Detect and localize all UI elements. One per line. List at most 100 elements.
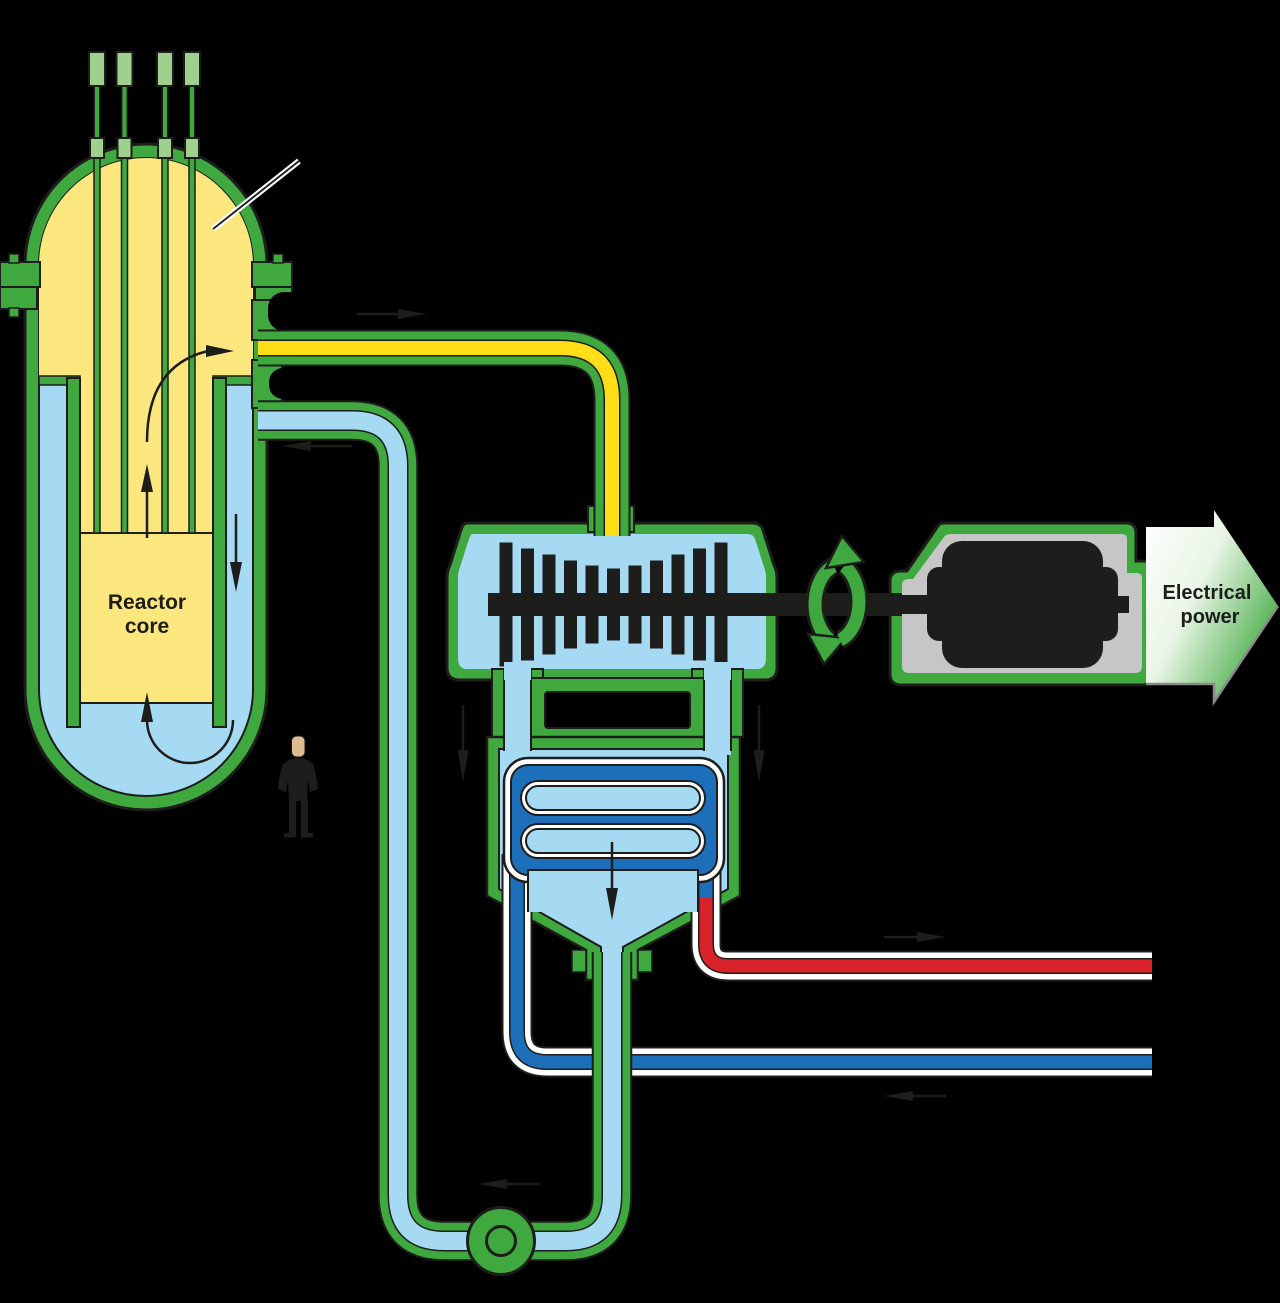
flange xyxy=(0,261,41,288)
feedwater-line xyxy=(258,400,633,1262)
guide-tube xyxy=(161,151,169,534)
rod-block xyxy=(89,137,105,159)
electrical-power-arrow: Electrical power xyxy=(1146,510,1280,707)
turbine-blade xyxy=(499,542,513,667)
duct-wall xyxy=(730,668,744,738)
cooling-coil xyxy=(502,756,726,912)
flow-arrowhead xyxy=(141,464,153,492)
label-electrical-power-line2: power xyxy=(1181,606,1240,628)
rod-block xyxy=(157,137,173,159)
turbine-blade xyxy=(671,554,685,655)
flange xyxy=(0,286,38,310)
rod-paddle xyxy=(88,51,106,87)
rotor-body xyxy=(927,567,1118,641)
person-torso xyxy=(278,758,318,801)
steam-dome xyxy=(39,158,253,385)
flow-arrowhead xyxy=(141,692,153,722)
nozzle-fillet xyxy=(269,368,599,399)
cooling-water-arrows xyxy=(884,932,946,1101)
control-rod-drives xyxy=(88,51,201,159)
vessel-flow-arrows xyxy=(141,345,242,765)
generator-rotor xyxy=(897,541,1129,668)
rod-block xyxy=(184,137,200,159)
flow-arrowhead xyxy=(282,441,311,451)
turbine-blade xyxy=(628,565,642,644)
reactor-core xyxy=(79,532,215,704)
control-rod xyxy=(156,51,174,159)
core-shroud-right xyxy=(212,377,227,728)
duct-wall xyxy=(491,668,505,738)
core-shroud-left xyxy=(66,377,81,728)
power-arrow-shadow xyxy=(1146,605,1280,707)
turbine-blades xyxy=(499,542,728,667)
flow-arrowhead xyxy=(206,345,234,357)
person-head xyxy=(291,735,306,758)
flow-arrow-steam-out xyxy=(145,349,209,443)
turbine-blade xyxy=(564,560,577,649)
coil-slot xyxy=(525,785,701,811)
exhaust-duct xyxy=(504,662,531,755)
steam-line xyxy=(251,292,631,536)
flow-arrow-recirculation xyxy=(145,719,235,765)
rod-stem xyxy=(161,85,169,143)
control-rod xyxy=(115,51,134,159)
rotor-stub xyxy=(1117,596,1129,613)
warm-water-outlet-pipe xyxy=(690,898,1152,982)
person-foot xyxy=(301,833,313,838)
label-reactor-core-line2: core xyxy=(125,615,169,638)
reactor-vessel xyxy=(0,51,301,812)
label-electrical-power-line1: Electrical xyxy=(1163,582,1252,604)
control-rod xyxy=(88,51,106,159)
pump-hub xyxy=(485,1225,517,1257)
rod-block xyxy=(116,137,133,159)
neck-tab xyxy=(571,949,587,973)
flow-arrowhead xyxy=(457,750,469,782)
pump xyxy=(466,1206,536,1276)
rod-stem xyxy=(93,85,101,143)
neck-tab xyxy=(637,949,653,973)
leader-line xyxy=(211,158,301,232)
steam-flow xyxy=(258,341,619,536)
rod-stem xyxy=(121,85,128,143)
exhaust-flow-arrows xyxy=(457,705,765,782)
person-foot xyxy=(284,833,296,838)
turbine-blade xyxy=(607,568,620,641)
flange-tab xyxy=(8,253,20,264)
guide-tube xyxy=(93,151,101,534)
flange-tab xyxy=(8,307,20,318)
turbine-blade xyxy=(585,565,599,644)
rotation-arrowhead xyxy=(805,632,849,667)
scale-person-icon xyxy=(278,735,318,838)
person-leg xyxy=(301,800,308,835)
rotation-arrows-icon xyxy=(805,533,869,667)
flow-arrowhead xyxy=(478,1179,507,1189)
flow-arrowhead xyxy=(884,1091,913,1101)
guide-tube xyxy=(188,151,196,534)
guide-tube xyxy=(120,151,129,534)
exhaust-duct xyxy=(704,662,731,755)
flange-tab xyxy=(272,253,284,264)
rod-paddle xyxy=(115,51,134,87)
label-reactor-core-line1: Reactor xyxy=(108,591,186,614)
condenser xyxy=(457,662,1152,1078)
turbine-blade xyxy=(693,548,706,661)
person-leg xyxy=(289,800,296,835)
nozzle-fillet xyxy=(268,292,604,331)
rod-paddle xyxy=(183,51,201,87)
flow-arrowhead xyxy=(606,888,618,920)
rotor-stub xyxy=(897,595,929,614)
exhaust-frame-opening xyxy=(544,691,691,729)
cold-water-inlet-pipe xyxy=(501,854,1152,1078)
turbine-blade xyxy=(542,554,556,655)
rod-stem xyxy=(188,85,196,143)
rod-paddle xyxy=(156,51,174,87)
turbine-blade xyxy=(521,548,534,661)
flow-arrowhead xyxy=(917,932,946,942)
turbine-blade xyxy=(650,560,663,649)
flow-arrowhead xyxy=(398,309,427,319)
rotation-arrowhead xyxy=(823,533,867,570)
flow-arrowhead xyxy=(230,562,242,592)
flange xyxy=(251,261,293,288)
